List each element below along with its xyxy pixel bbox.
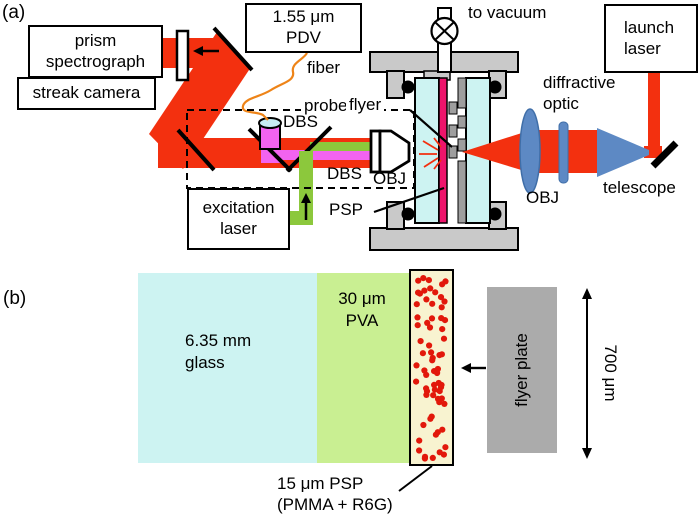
flyer-label: flyer	[346, 95, 385, 116]
oring-bottom-left	[401, 207, 415, 221]
obj-right-label: OBJ	[526, 188, 560, 207]
excitation-beam-horizontal	[310, 142, 378, 151]
panel-a-tag: (a)	[2, 2, 26, 23]
dimension-arrowhead-bottom	[582, 448, 592, 459]
flyer-film-segments	[448, 77, 467, 224]
excitation-laser-box: excitation laser	[187, 188, 290, 250]
probe-dashed-box	[186, 109, 415, 189]
impact-spark-icon	[419, 137, 442, 170]
panel-b-tag: (b)	[3, 288, 27, 309]
psp-coating-stripe	[438, 77, 448, 224]
objective-right-lens-icon	[519, 108, 541, 194]
beam-direction-arrowhead	[193, 46, 203, 56]
psp-caption: 15 μm PSP (PMMA + R6G)	[277, 474, 393, 515]
to-vacuum-label: to vacuum	[468, 3, 547, 22]
pva-layer	[317, 273, 410, 463]
dimension-arrowhead-top	[582, 288, 592, 299]
pdv-probe-beam	[262, 150, 378, 160]
pdv-line1: 1.55 μm	[272, 7, 335, 27]
fiber-probe-cylinder-top	[258, 117, 282, 129]
flyer-plate-rect	[487, 287, 557, 453]
telescope-icon	[597, 128, 649, 177]
pva-label: 30 μm PVA	[338, 289, 386, 331]
psp-label: PSP	[329, 200, 364, 219]
obj-left-label: OBJ	[373, 169, 407, 188]
dbs2-mirror-icon	[285, 125, 333, 173]
oring-top-right	[488, 80, 502, 94]
launch-beam-vertical	[648, 72, 660, 152]
diagonal-beam	[149, 32, 251, 169]
valve-x-line2	[434, 21, 455, 41]
fiber-label: fiber	[307, 58, 341, 77]
excitation-line1: excitation	[202, 198, 275, 218]
telescope-label: telescope	[603, 178, 676, 197]
optical-fiber	[241, 52, 308, 121]
glass-layer	[138, 273, 317, 463]
excitation-direction-arrowhead	[301, 193, 311, 203]
launch-line2: laser	[624, 38, 661, 58]
flyer-pointer-line	[409, 109, 453, 148]
glass-label: 6.35 mm glass	[185, 331, 252, 373]
prism-spectrograph-line2: spectrograph	[45, 51, 146, 71]
launch-laser-box: launch laser	[604, 4, 698, 73]
streak-camera-label: streak camera	[32, 83, 141, 103]
launch-line1: launch	[624, 17, 675, 37]
beam-window-icon	[175, 29, 190, 82]
prism-spectrograph-line1: prism	[74, 30, 117, 50]
impact-direction-arrowhead	[461, 363, 471, 373]
prism-spectrograph-box: prism spectrograph	[28, 25, 163, 78]
objective-left-body-icon	[378, 129, 411, 174]
diffractive-optic-label: diffractive optic	[543, 73, 616, 114]
diffractive-optic-icon	[558, 121, 569, 184]
probe-label: probe	[301, 96, 351, 117]
dbs2-label: DBS	[327, 164, 362, 183]
mirror-bottom-icon	[176, 128, 216, 172]
dbs1-label: DBS	[283, 112, 318, 131]
r6g-dye-dots	[413, 275, 449, 462]
pdv-line2: PDV	[286, 28, 321, 47]
streak-camera-box: streak camera	[17, 77, 156, 110]
oring-bottom-right	[488, 207, 502, 221]
launch-beam-focus-cone	[462, 131, 528, 172]
excitation-line2: laser	[220, 219, 257, 238]
psp-pointer-line	[373, 186, 445, 214]
launch-mirror-icon	[650, 140, 679, 169]
thickness-label: 700 μm	[601, 344, 621, 402]
mirror-top-icon	[212, 26, 254, 72]
chamber-left-window	[414, 77, 440, 224]
excitation-beam-bend	[288, 211, 301, 225]
flyer-plate-label: flyer plate	[511, 333, 531, 407]
psp-caption-pointer-line	[398, 465, 433, 492]
chamber-top-left-block	[386, 70, 405, 99]
oring-top-left	[401, 80, 415, 94]
chamber-bottom-flange	[369, 227, 519, 251]
pdv-box: 1.55 μm PDV	[245, 3, 362, 53]
